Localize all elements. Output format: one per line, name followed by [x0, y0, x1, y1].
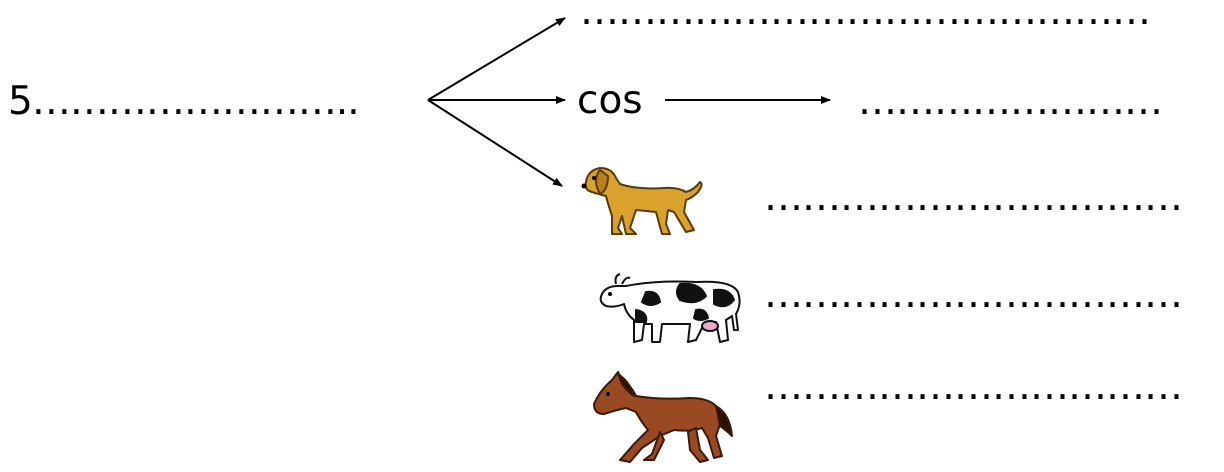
arrow-down: [427, 99, 563, 187]
horse-blank: ……………………………: [764, 364, 1183, 409]
dog-blank: ……………………………: [764, 175, 1183, 220]
cow-icon: [599, 273, 741, 343]
cow-blank: ……………………………: [764, 272, 1183, 317]
arrow-up: [427, 17, 566, 101]
branch-middle-word: cos: [577, 78, 643, 123]
branch-middle-blank: ……………………: [858, 79, 1163, 124]
root-text: 5……………………..: [8, 79, 360, 124]
branch-top-blank: ………………………………………: [580, 0, 1151, 34]
dog-icon: [581, 167, 703, 235]
horse-icon: [593, 371, 733, 463]
